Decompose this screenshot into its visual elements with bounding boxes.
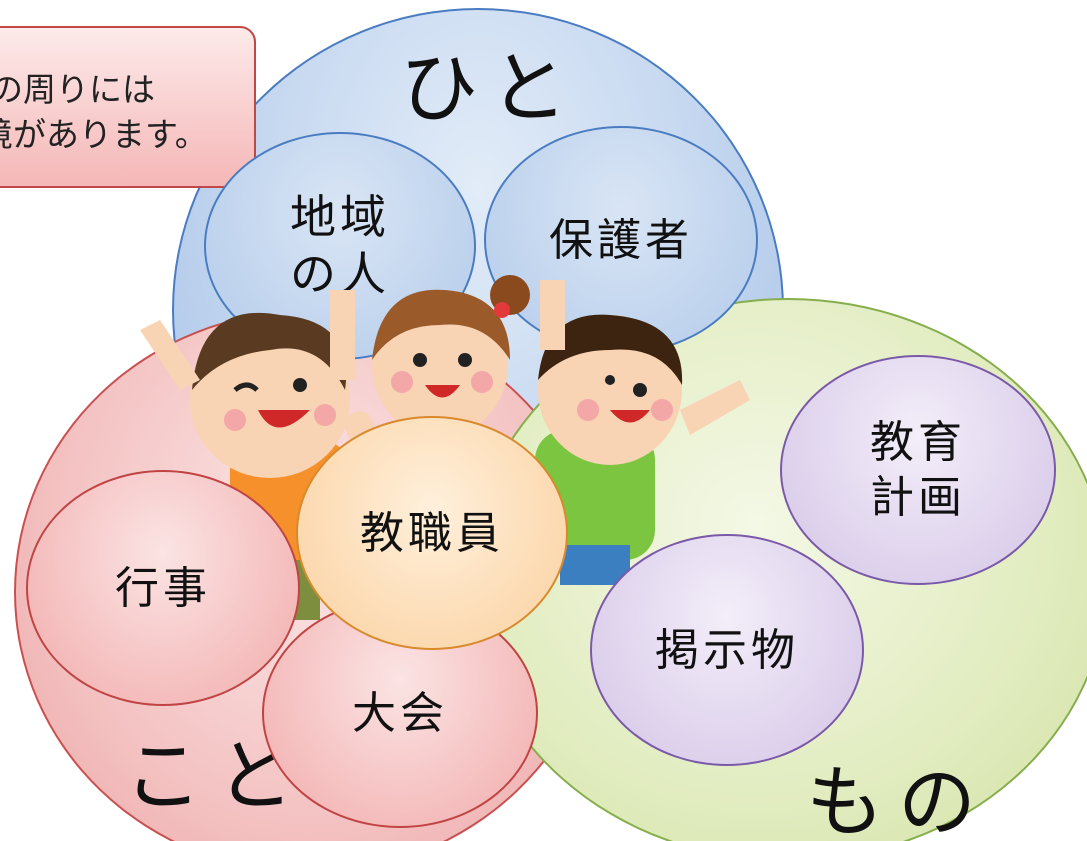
callout-line-2: 境があります。 [0,114,208,154]
callout-line-1: の周りには [0,70,155,109]
gyoji-label: 行事 [115,562,211,614]
hogosha-label: 保護者 [549,214,693,266]
kyoshokuin-circle: 教職員 [296,416,568,650]
hito-label: ひと [400,44,582,134]
kyoiku-keikaku-circle: 教育計画 [780,355,1056,585]
child-right [535,280,750,585]
callout-box: の周りには 境があります。 [0,26,256,188]
keijibutsu-label: 掲示物 [655,624,799,676]
gyoji-circle: 行事 [26,470,300,706]
taikai-label: 大会 [352,687,448,739]
kyoiku-keikaku-label: 教育計画 [870,417,966,523]
mono-label: もの [806,758,991,841]
kyoshokuin-label: 教職員 [360,507,504,559]
keijibutsu-circle: 掲示物 [590,534,864,766]
koto-label: こと [124,732,309,822]
